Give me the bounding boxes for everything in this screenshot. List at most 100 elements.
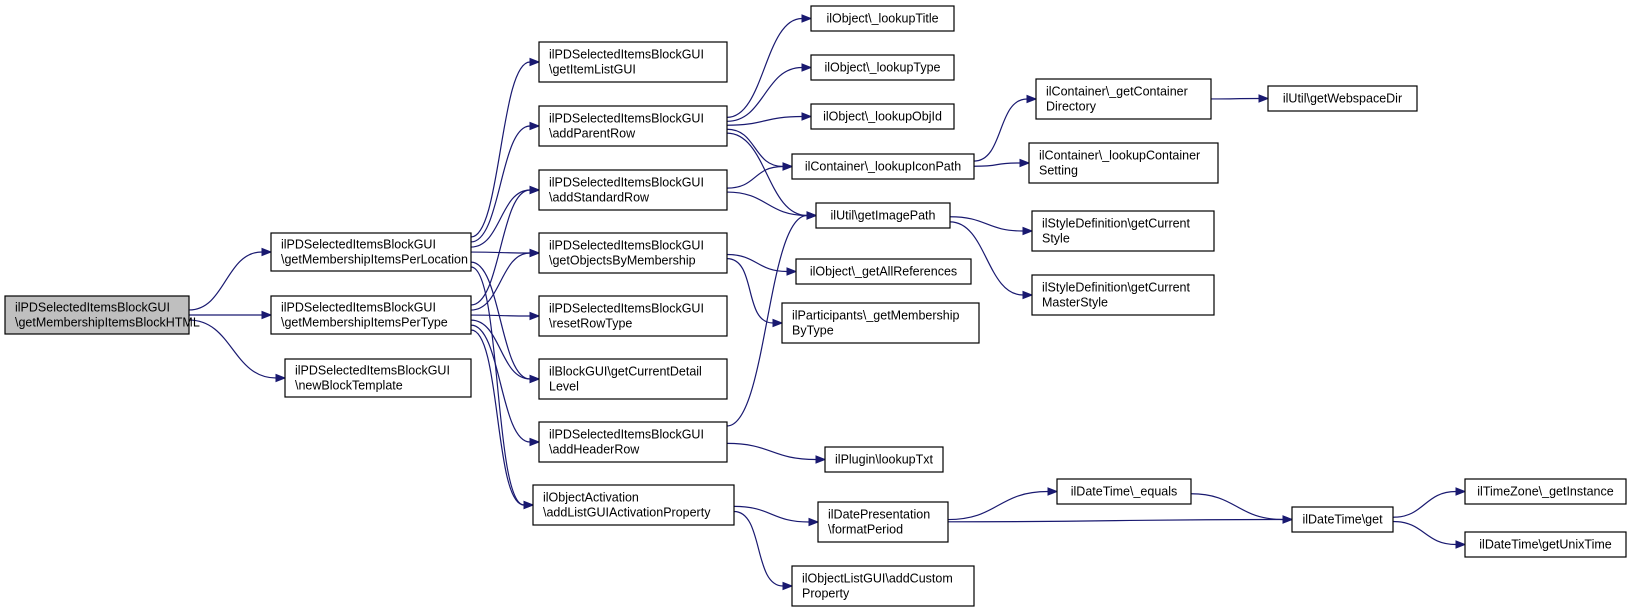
node-addListGUIActivationProperty[interactable]: ilObjectActivation\addListGUIActivationP… <box>532 484 735 526</box>
node-label-line: ilPDSelectedItemsBlockGUI <box>549 302 704 316</box>
node-getWebspaceDir[interactable]: ilUtil\getWebspaceDir <box>1267 85 1418 112</box>
node-box <box>1056 478 1192 505</box>
node-box <box>4 295 190 335</box>
node-label-line: ilTimeZone\_getInstance <box>1477 485 1613 499</box>
edge-perType-to-getCurrentDetailLevel <box>470 319 541 384</box>
node-dtEquals[interactable]: ilDateTime\_equals <box>1056 478 1192 505</box>
node-box <box>810 103 955 130</box>
node-box <box>538 421 728 463</box>
node-label-line: \getItemListGUI <box>549 63 636 77</box>
node-label-line: ilUtil\getImagePath <box>831 209 936 223</box>
edge-getObjectsByMembership-to-getMembershipByType <box>726 258 784 328</box>
edge-addListGUIActivationProperty-to-formatPeriod <box>733 505 820 527</box>
node-label-line: \newBlockTemplate <box>295 379 403 393</box>
node-box <box>791 153 975 180</box>
node-addStandardRow[interactable]: ilPDSelectedItemsBlockGUI\addStandardRow <box>538 169 728 211</box>
node-label-line: ilBlockGUI\getCurrentDetail <box>549 365 702 379</box>
node-label-line: \formatPeriod <box>828 523 903 537</box>
node-addHeaderRow[interactable]: ilPDSelectedItemsBlockGUI\addHeaderRow <box>538 421 728 463</box>
node-box <box>1028 142 1219 184</box>
node-label-line: ilContainer\_getContainer <box>1046 85 1188 99</box>
edge-addStandardRow-to-lookupIconPath <box>726 162 794 189</box>
edge-root-to-newBlockTemplate <box>188 319 287 383</box>
node-box <box>270 232 472 272</box>
node-box <box>781 302 980 344</box>
node-box <box>538 232 728 274</box>
node-label-line: Directory <box>1046 100 1097 114</box>
node-label-line: Setting <box>1039 164 1078 178</box>
node-lookupObjId[interactable]: ilObject\_lookupObjId <box>810 103 955 130</box>
edge-lookupIconPath-to-lookupContainerSetting <box>973 158 1031 168</box>
node-label-line: \resetRowType <box>549 317 632 331</box>
node-perType[interactable]: ilPDSelectedItemsBlockGUI\getMembershipI… <box>270 295 472 335</box>
node-getAllReferences[interactable]: ilObject\_getAllReferences <box>795 258 972 285</box>
node-getInstance[interactable]: ilTimeZone\_getInstance <box>1464 478 1627 505</box>
node-box <box>795 258 972 285</box>
node-label-line: ilContainer\_lookupIconPath <box>805 160 961 174</box>
node-box <box>538 295 728 337</box>
node-label-line: Style <box>1042 232 1070 246</box>
node-lookupTxt[interactable]: ilPlugin\lookupTxt <box>824 446 944 473</box>
node-label-line: Property <box>802 587 850 601</box>
edge-perType-to-addListGUIActivationProperty <box>470 329 535 510</box>
edge-addParentRow-to-lookupObjId <box>726 112 813 126</box>
edge-getObjectsByMembership-to-getAllReferences <box>726 253 798 276</box>
edge-addHeaderRow-to-lookupTxt <box>726 442 827 464</box>
node-addParentRow[interactable]: ilPDSelectedItemsBlockGUI\addParentRow <box>538 105 728 147</box>
edge-dtEquals-to-dtGet <box>1190 493 1294 524</box>
node-label-line: ilObject\_lookupTitle <box>826 12 938 26</box>
node-box <box>1464 531 1627 558</box>
edge-perType-to-resetRowType <box>470 311 541 321</box>
node-lookupTitle[interactable]: ilObject\_lookupTitle <box>810 5 955 32</box>
node-box <box>791 565 975 607</box>
node-resetRowType[interactable]: ilPDSelectedItemsBlockGUI\resetRowType <box>538 295 728 337</box>
node-label-line: ilPDSelectedItemsBlockGUI <box>15 301 170 315</box>
node-newBlockTemplate[interactable]: ilPDSelectedItemsBlockGUI\newBlockTempla… <box>284 358 472 398</box>
node-dtGet[interactable]: ilDateTime\get <box>1291 506 1394 533</box>
node-lookupIconPath[interactable]: ilContainer\_lookupIconPath <box>791 153 975 180</box>
node-label-line: \getMembershipItemsBlockHTML <box>15 316 200 330</box>
node-root[interactable]: ilPDSelectedItemsBlockGUI\getMembershipI… <box>4 295 200 335</box>
node-perLocation[interactable]: ilPDSelectedItemsBlockGUI\getMembershipI… <box>270 232 472 272</box>
edge-formatPeriod-to-dtGet <box>947 515 1294 524</box>
node-label-line: ilPDSelectedItemsBlockGUI <box>549 176 704 190</box>
edge-lookupIconPath-to-getContainerDirectory <box>973 94 1038 162</box>
node-getImagePath[interactable]: ilUtil\getImagePath <box>815 202 951 229</box>
node-lookupType[interactable]: ilObject\_lookupType <box>810 54 955 81</box>
node-box <box>1291 506 1394 533</box>
node-label-line: ilStyleDefinition\getCurrent <box>1042 281 1191 295</box>
node-getUnixTime[interactable]: ilDateTime\getUnixTime <box>1464 531 1627 558</box>
node-label-line: ilPDSelectedItemsBlockGUI <box>281 238 436 252</box>
node-label-line: ilObjectActivation <box>543 491 639 505</box>
node-label-line: \addParentRow <box>549 127 636 141</box>
node-getItemListGUI[interactable]: ilPDSelectedItemsBlockGUI\getItemListGUI <box>538 41 728 83</box>
node-box <box>538 358 728 400</box>
node-getObjectsByMembership[interactable]: ilPDSelectedItemsBlockGUI\getObjectsByMe… <box>538 232 728 274</box>
node-formatPeriod[interactable]: ilDatePresentation\formatPeriod <box>817 501 949 543</box>
node-label-line: ilUtil\getWebspaceDir <box>1283 92 1402 106</box>
node-box <box>810 5 955 32</box>
node-label-line: ilObjectListGUI\addCustom <box>802 572 953 586</box>
node-label-line: ilDateTime\getUnixTime <box>1479 538 1611 552</box>
node-label-line: ilObject\_getAllReferences <box>810 265 957 279</box>
node-label-line: ilPDSelectedItemsBlockGUI <box>295 364 450 378</box>
node-box <box>1035 78 1212 120</box>
node-box <box>817 501 949 543</box>
node-label-line: ilDateTime\get <box>1302 513 1383 527</box>
node-label-line: ilStyleDefinition\getCurrent <box>1042 217 1191 231</box>
call-graph-nodes: ilPDSelectedItemsBlockGUI\getMembershipI… <box>4 5 1627 607</box>
node-label-line: \getObjectsByMembership <box>549 254 696 268</box>
edge-addListGUIActivationProperty-to-addCustomProperty <box>733 510 794 591</box>
edge-perLocation-to-addParentRow <box>470 121 541 243</box>
node-label-line: ilObject\_lookupType <box>824 61 940 75</box>
node-label-line: ilPDSelectedItemsBlockGUI <box>549 428 704 442</box>
node-box <box>810 54 955 81</box>
edge-dtGet-to-getUnixTime <box>1392 520 1467 549</box>
